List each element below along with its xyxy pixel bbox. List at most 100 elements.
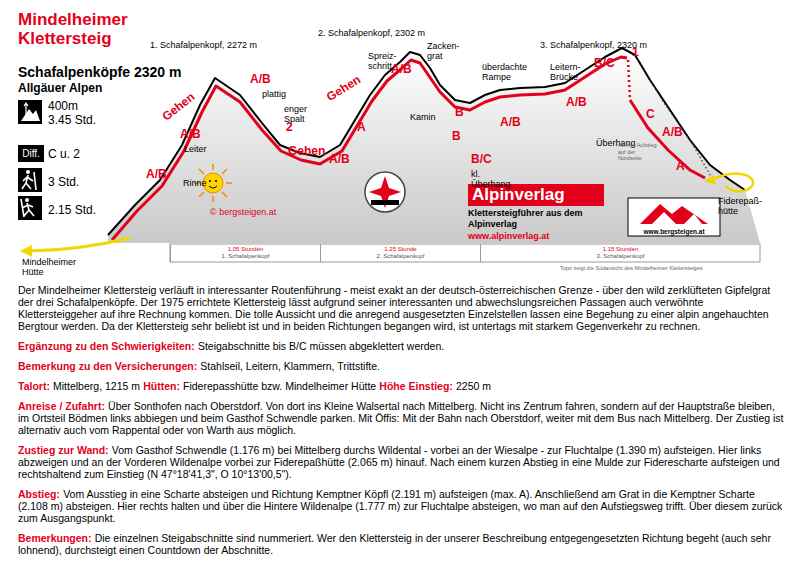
time-icon <box>18 168 42 192</box>
info-value: 3 Std. <box>48 176 79 189</box>
grade-label: A/B <box>329 153 350 166</box>
feature-label: kl. Überhang <box>471 169 511 189</box>
info-value: 400m <box>48 100 78 113</box>
field-label: Bemerkungen: <box>18 532 92 544</box>
grade-label: A/B <box>180 128 201 141</box>
body-text: Die einzelnen Steigabschnitte sind numme… <box>18 532 771 556</box>
grade-label: B <box>455 106 464 119</box>
paragraph: Talort:Mittelberg, 1215 mHütten:Fiderepa… <box>18 380 784 392</box>
feature-label: Zacken-grat <box>427 41 457 61</box>
grade-label: C <box>646 108 655 121</box>
body-text: Über Sonthofen nach Oberstdorf. Von dort… <box>18 400 783 436</box>
field-label: Zustieg zur Wand: <box>18 444 109 456</box>
info-value: 2.15 Std. <box>48 204 96 217</box>
grade-label: B/C <box>471 153 492 166</box>
copyright-note: © bergsteigen.at <box>210 207 276 217</box>
node-text: 2. Schafalpenkopf <box>376 253 424 261</box>
paragraph: Ergänzung zu den Schwierigkeiten:Steigab… <box>18 340 784 352</box>
grade-label: Gehen <box>288 145 325 158</box>
height-icon <box>18 100 42 124</box>
region-label: Allgäuer Alpen <box>18 81 102 95</box>
field-label: Anreise / Zufahrt: <box>18 400 105 412</box>
field-label: Bemerkung zu den Versicherungen: <box>18 360 197 372</box>
feature-label: Leiter <box>184 144 207 154</box>
grade-label: 1 <box>632 46 639 59</box>
time-band-cell: 1.05 Stunden1. Schafalpenkopf <box>170 244 320 262</box>
info-value: C u. 2 <box>48 148 80 161</box>
node-text: www.bergsteigen.at <box>643 228 704 235</box>
paragraph: Anreise / Zufahrt:Über Sonthofen nach Ob… <box>18 400 784 436</box>
grade-label: A/B <box>500 116 521 129</box>
grade-label: B <box>452 130 461 143</box>
grade-label: A/B <box>566 96 587 109</box>
body-text: Der Mindelheimer Klettersteig verläuft i… <box>18 284 770 332</box>
grade-label: A/B <box>250 73 271 86</box>
note: Topo zeigt die Südansicht des Mindelheim… <box>560 265 702 272</box>
body-text: Vom Ausstieg in eine Scharte absteigen u… <box>18 488 782 524</box>
arrow-head <box>704 175 716 185</box>
body-text: Steigabschnitte bis B/C müssen abgeklett… <box>198 340 444 352</box>
body-text: Stahlseil, Leitern, Klammern, Trittstift… <box>200 360 380 372</box>
descent-icon <box>18 196 42 220</box>
grade-label: A/B <box>662 126 683 139</box>
feature-label: Mindelheimer Hütte <box>22 257 92 277</box>
field-label: Talort: <box>18 380 50 392</box>
body-text: 2250 m <box>456 380 491 392</box>
body-text: Fiderepasshütte bzw. Mindelheimer Hütte <box>183 380 376 392</box>
paragraph: Der Mindelheimer Klettersteig verläuft i… <box>18 284 784 332</box>
route-dotted <box>628 60 630 100</box>
paragraph: Bemerkungen:Die einzelnen Steigabschnitt… <box>18 532 784 556</box>
approach-arrow <box>712 174 753 192</box>
node-text: 1. Schafalpenkopf <box>221 253 269 261</box>
summit-label: 3. Schafalpenkopf, 2320 m <box>540 40 647 50</box>
grade-label: 2 <box>286 121 293 134</box>
paragraph: Abstieg:Vom Ausstieg in eine Scharte abs… <box>18 488 784 524</box>
time-band <box>170 244 760 262</box>
mountain-fill <box>108 48 760 243</box>
publisher-note: Klettersteigführer aus dem Alpinverlag <box>468 208 618 230</box>
time-band-cell: 1.25 Stunde2. Schafalpenkopf <box>320 244 480 262</box>
grade-label: A/B <box>146 168 167 181</box>
field-label: Höhe Einstieg: <box>379 380 453 392</box>
approach-arrow <box>30 238 130 251</box>
route-line <box>630 100 705 178</box>
grade-label: Gehen <box>160 90 197 123</box>
node-text: 1.25 Stunde <box>384 246 416 254</box>
feature-label: Kamin <box>410 112 436 122</box>
field-label: Ergänzung zu den Schwierigkeiten: <box>18 340 195 352</box>
feature-label: Fiderepaß-hütte <box>718 196 762 216</box>
feature-label: Leitern-Brücke <box>550 62 592 82</box>
description-text: Der Mindelheimer Klettersteig verläuft i… <box>18 284 784 564</box>
grade-label: B/C <box>594 57 615 70</box>
node-text: Diff. <box>22 148 40 159</box>
body-text: Vom Gasthof Schwendle (1.176 m) bei Mitt… <box>18 444 780 480</box>
arrow-head <box>20 245 32 257</box>
feature-label: plattig <box>262 89 286 99</box>
grade-label: A <box>357 121 366 134</box>
node-text: 1.15 Stunden <box>603 246 639 254</box>
subtitle: Schafalpenköpfe 2320 m <box>18 64 181 80</box>
node-text: 1.05 Stunden <box>228 246 264 254</box>
route-line <box>112 57 627 240</box>
website-logo-box: www.bergsteigen.at <box>628 198 720 236</box>
ridge-outline <box>108 48 745 235</box>
descent-dotted <box>640 62 712 178</box>
node-text: 3. Schafalpenkopf <box>596 253 644 261</box>
web-address: www.alpinverlag.at <box>468 231 549 241</box>
field-label: Abstieg: <box>18 488 60 500</box>
summit-label: 1. Schafalpenkopf, 2272 m <box>150 40 257 50</box>
body-text: Mittelberg, 1215 m <box>53 380 140 392</box>
feature-label: überdachte Rampe <box>482 62 534 82</box>
note: Ab hier Aufstieg auf der Nordseite <box>618 142 660 162</box>
grade-label: Gehen <box>325 73 364 104</box>
info-value: 3.45 Std. <box>48 114 96 127</box>
summit-label: 2. Schafalpenkopf, 2302 m <box>318 28 425 38</box>
field-label: Hütten: <box>143 380 180 392</box>
time-band-cell: 1.15 Stunden3. Schafalpenkopf <box>480 244 760 262</box>
difficulty-box: Diff. <box>18 145 44 162</box>
grade-label: A/B <box>391 63 412 76</box>
feature-label: Rinne <box>183 178 207 188</box>
club-badge <box>365 172 405 212</box>
paragraph: Zustieg zur Wand:Vom Gasthof Schwendle (… <box>18 444 784 480</box>
